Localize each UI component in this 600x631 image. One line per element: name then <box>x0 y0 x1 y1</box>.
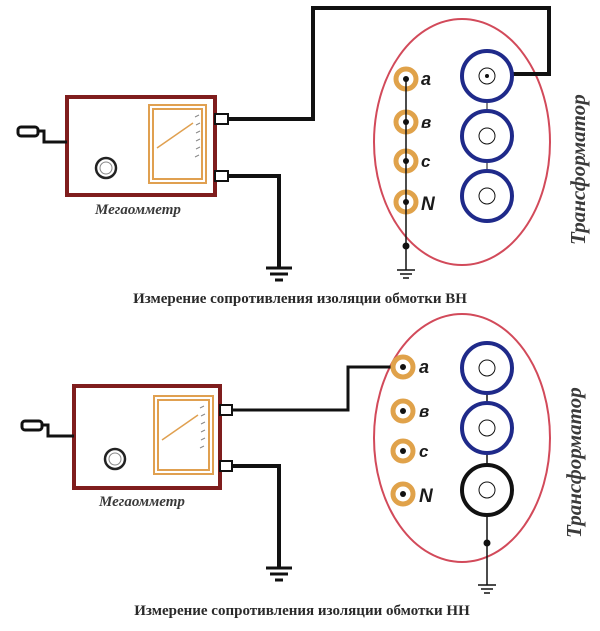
terminal-c: с <box>393 148 431 174</box>
terminal-label-a: a <box>421 69 431 89</box>
terminal-c: с <box>390 438 429 464</box>
meter-scale <box>148 104 207 184</box>
winding-junction <box>483 539 491 547</box>
terminal-label-a: a <box>419 357 429 377</box>
transformer-outline <box>373 313 551 563</box>
transformer-label: Трансформатор <box>566 94 590 245</box>
terminal-label-n: N <box>419 486 434 507</box>
meter-handle <box>20 419 74 438</box>
winding-3 <box>460 169 514 223</box>
megohmmeter: Мегаомметр <box>16 95 229 218</box>
megohmmeter: Мегаомметр <box>20 384 233 510</box>
transformer-label: Трансформатор <box>562 387 586 538</box>
meter-body <box>72 384 222 490</box>
terminal-n: N <box>390 481 434 507</box>
winding-2 <box>460 109 514 163</box>
terminal-label-c: с <box>419 442 429 461</box>
neutral-ground-icon <box>397 269 415 279</box>
terminal-a: a <box>390 354 429 380</box>
transformer-outline <box>373 18 551 266</box>
meter-output-terminal-top <box>219 404 233 416</box>
meter-label: Мегаомметр <box>94 202 181 218</box>
lv-lead-wire <box>232 365 406 412</box>
meter-output-terminal-top <box>214 113 229 125</box>
ground-icon <box>266 566 292 582</box>
meter-label: Мегаомметр <box>98 494 185 510</box>
caption: Измерение сопротивления изоляции обмотки… <box>134 603 470 619</box>
winding-1 <box>460 341 514 395</box>
winding-3 <box>460 463 514 517</box>
terminal-label-n: N <box>421 194 436 215</box>
winding-ground-icon <box>478 584 496 594</box>
meter-handle <box>16 125 67 144</box>
terminal-n: N <box>393 189 436 215</box>
terminal-label-b: в <box>419 402 429 421</box>
ground-lead-wire <box>232 464 281 568</box>
panel-top: Мегаомметр a в с N <box>16 6 590 307</box>
meter-scale <box>153 395 214 475</box>
terminal-label-b: в <box>421 113 431 132</box>
winding-1 <box>460 49 514 103</box>
terminal-label-c: с <box>421 152 431 171</box>
ground-icon <box>266 266 292 282</box>
ground-lead-wire <box>228 174 281 268</box>
meter-body <box>65 95 217 197</box>
hv-lead-wire <box>228 6 551 121</box>
winding-2 <box>460 401 514 455</box>
terminal-b: в <box>390 398 429 424</box>
terminal-b: в <box>393 109 431 135</box>
neutral-junction <box>402 242 410 250</box>
panel-bottom: Мегаомметр a в с N <box>20 313 586 619</box>
terminal-a: a <box>393 66 431 92</box>
meter-output-terminal-bottom <box>219 460 233 472</box>
caption: Измерение сопротивления изоляции обмотки… <box>133 291 467 307</box>
meter-output-terminal-bottom <box>214 170 229 182</box>
